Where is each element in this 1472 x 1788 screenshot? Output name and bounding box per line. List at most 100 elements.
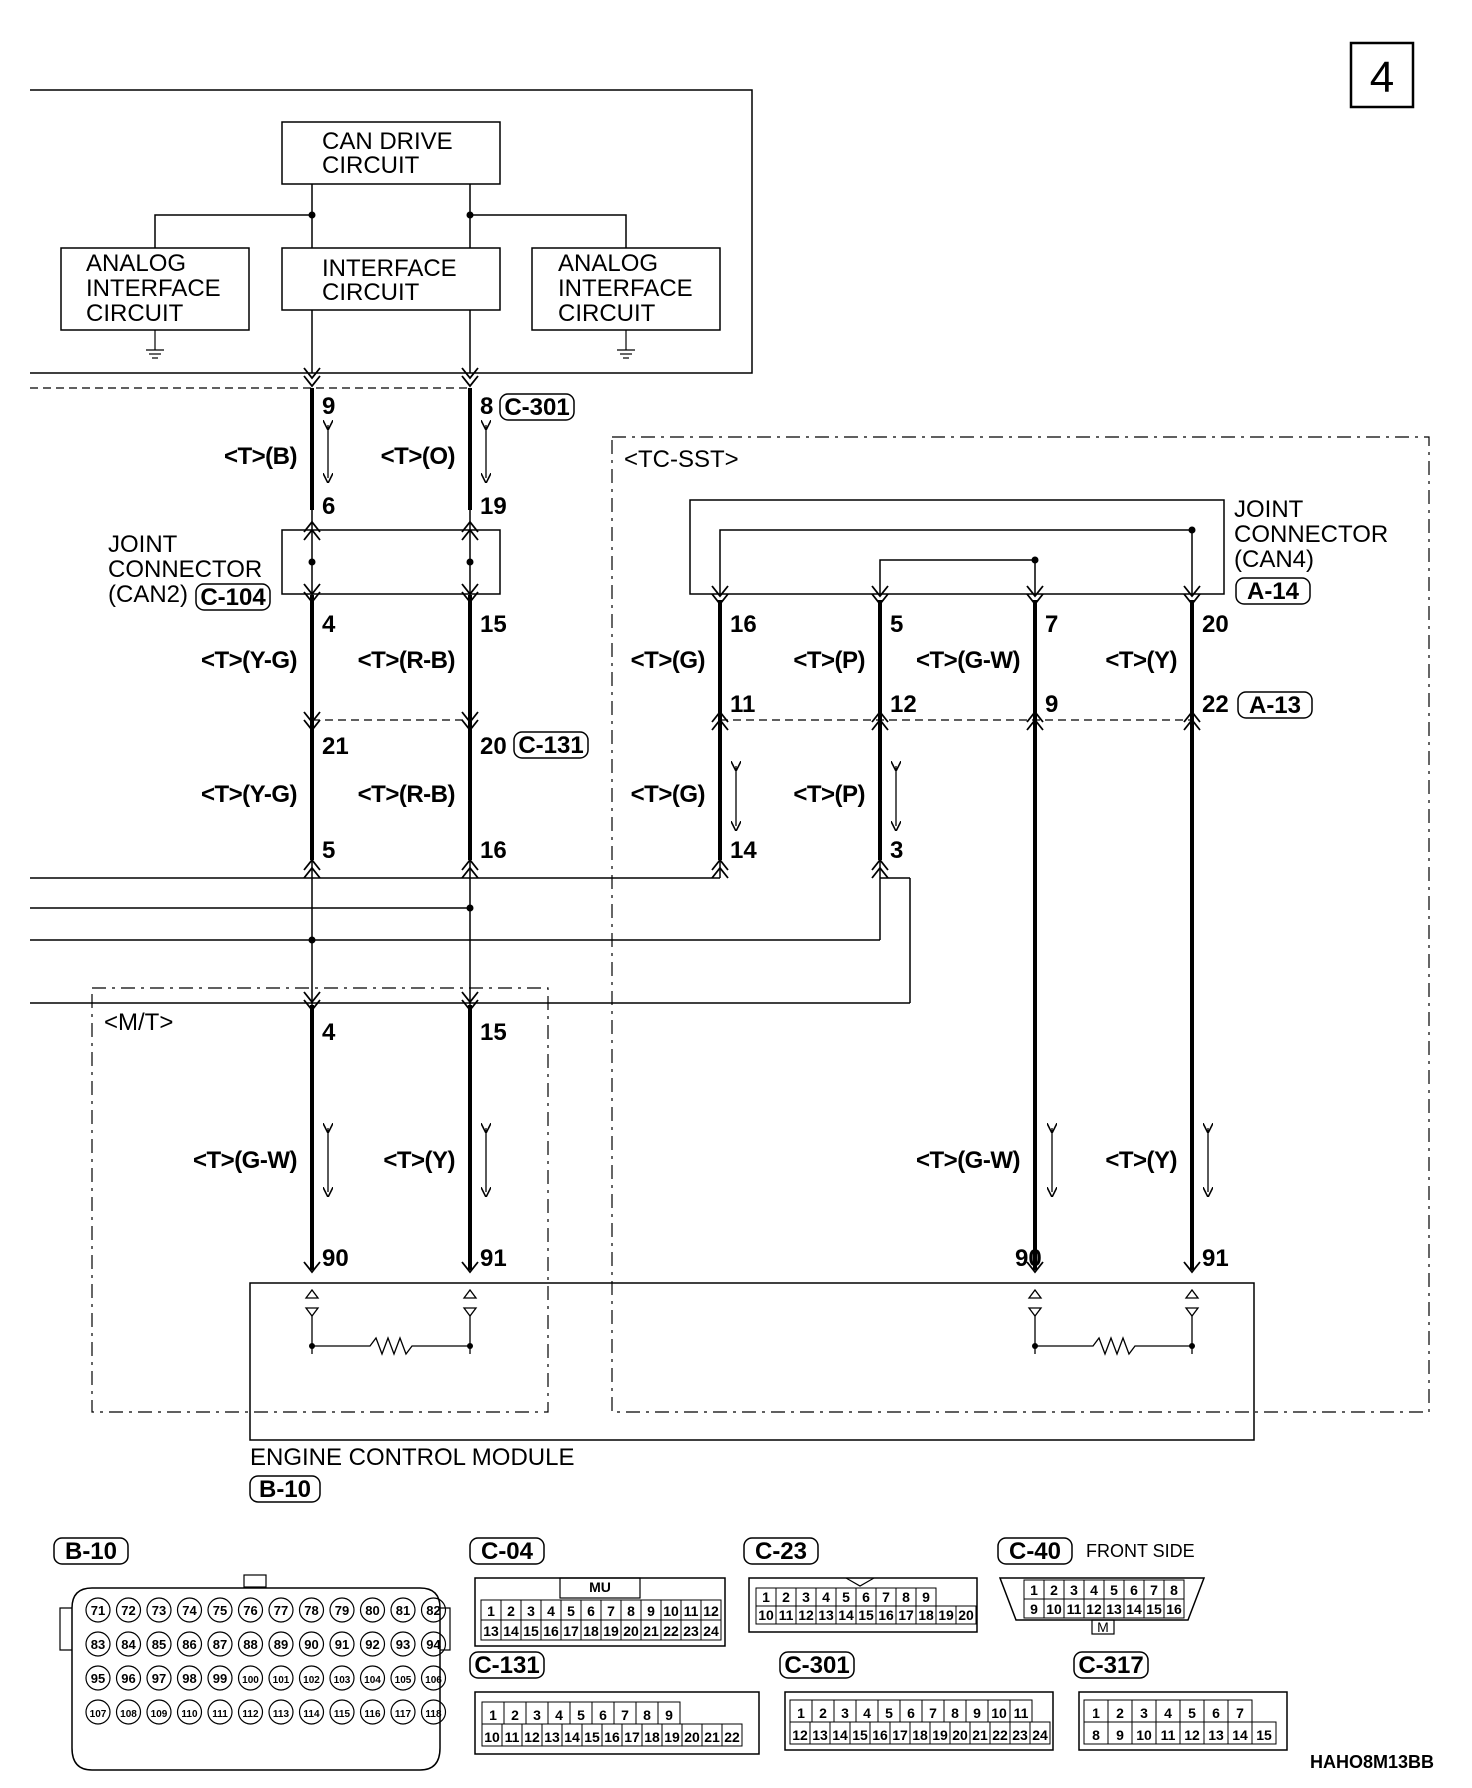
pin-cell: 10 <box>991 1705 1007 1721</box>
pin-cell: 107 <box>90 1709 107 1720</box>
pin-cell: 20 <box>952 1727 968 1743</box>
pin-cell: 16 <box>872 1727 888 1743</box>
pin-cell: 11 <box>1014 1705 1029 1721</box>
pin-cell: 23 <box>1012 1727 1028 1743</box>
pin-cell: 90 <box>304 1637 318 1652</box>
tag-c301: C-301 <box>499 393 575 421</box>
pin-cell: 89 <box>274 1637 288 1652</box>
joint-can2-tag: C-104 <box>195 583 271 611</box>
pin-cell: 78 <box>304 1603 318 1618</box>
pin-cell: 1 <box>1030 1582 1038 1598</box>
svg-text:C-04: C-04 <box>481 1538 534 1565</box>
figure-code: HAHO8M13BB <box>1310 1752 1434 1772</box>
cross-buses <box>30 860 911 1004</box>
pin-cell: 112 <box>242 1709 259 1720</box>
pin-cell: 6 <box>862 1589 870 1605</box>
pin-cell: 10 <box>1136 1727 1152 1743</box>
pin-cell: 2 <box>507 1603 515 1619</box>
pin-cell: 118 <box>425 1709 442 1720</box>
svg-text:11: 11 <box>730 691 755 718</box>
pin-cell: 16 <box>1166 1601 1182 1617</box>
pin-cell: 14 <box>503 1623 519 1639</box>
svg-text:INTERFACE: INTERFACE <box>322 255 457 282</box>
svg-text:FRONT SIDE: FRONT SIDE <box>1086 1541 1195 1561</box>
svg-text:<T>(Y): <T>(Y) <box>1105 1147 1177 1174</box>
pin-cell: 17 <box>898 1607 914 1623</box>
pin-cell: 1 <box>487 1603 495 1619</box>
pin-cell: 20 <box>958 1607 974 1623</box>
pin-cell: 11 <box>779 1607 794 1623</box>
svg-text:<T>(P): <T>(P) <box>793 781 865 808</box>
pin-cell: 21 <box>643 1623 659 1639</box>
svg-text:C-40: C-40 <box>1009 1538 1061 1565</box>
pin-cell: 16 <box>878 1607 894 1623</box>
svg-text:<T>(G-W): <T>(G-W) <box>193 1147 297 1174</box>
pin-cell: 15 <box>584 1729 600 1745</box>
svg-text:INTERFACE: INTERFACE <box>558 275 693 302</box>
pin-cell: 24 <box>1032 1727 1048 1743</box>
pin-cell: 5 <box>842 1589 850 1605</box>
pin-cell: 21 <box>972 1727 988 1743</box>
pin-cell: 11 <box>684 1603 699 1619</box>
pin-cell: 84 <box>121 1637 136 1652</box>
svg-text:7: 7 <box>1045 611 1058 638</box>
svg-text:INTERFACE: INTERFACE <box>86 275 221 302</box>
pin-cell: 18 <box>583 1623 599 1639</box>
pin-cell: 3 <box>802 1589 810 1605</box>
pin-cell: 4 <box>822 1589 830 1605</box>
pin-cell: 22 <box>663 1623 679 1639</box>
joint-can2-label: JOINT <box>108 531 178 558</box>
pin-cell: 19 <box>932 1727 948 1743</box>
ecm-label: ENGINE CONTROL MODULE <box>250 1444 574 1471</box>
pin-cell: 15 <box>1256 1727 1272 1743</box>
signal-arrows <box>328 425 1208 1192</box>
pin-cell: 5 <box>1188 1705 1196 1721</box>
pin-cell: 77 <box>274 1603 288 1618</box>
pin-cell: 20 <box>623 1623 639 1639</box>
pin-cell: 74 <box>182 1603 197 1618</box>
svg-text:C-131: C-131 <box>518 732 583 759</box>
pin-cell: 13 <box>544 1729 560 1745</box>
wire-color-labels: <T>(B) <T>(O) <T>(Y-G) <T>(R-B) <T>(Y-G)… <box>193 443 1178 1174</box>
pin-cell: 11 <box>1161 1727 1176 1743</box>
svg-text:<T>(G): <T>(G) <box>631 781 705 808</box>
pin-cell: 105 <box>395 1675 412 1686</box>
pin-cell: 13 <box>812 1727 828 1743</box>
pin-cell: 18 <box>644 1729 660 1745</box>
pin-cell: 16 <box>604 1729 620 1745</box>
pin-cell: 79 <box>335 1603 349 1618</box>
svg-text:CIRCUIT: CIRCUIT <box>558 300 656 327</box>
pin-cell: 13 <box>1208 1727 1224 1743</box>
pin-cell: 6 <box>1212 1705 1220 1721</box>
svg-text:12: 12 <box>890 691 917 718</box>
pin-cell: 76 <box>243 1603 257 1618</box>
svg-text:CONNECTOR: CONNECTOR <box>108 556 262 583</box>
pin-cell: 7 <box>1236 1705 1244 1721</box>
mt-region <box>91 987 549 1413</box>
pin-cell: 3 <box>527 1603 535 1619</box>
pin-cell: 1 <box>762 1589 770 1605</box>
pin-cell: 5 <box>567 1603 575 1619</box>
svg-text:91: 91 <box>480 1245 507 1272</box>
pin-cell: 23 <box>683 1623 699 1639</box>
pin-cell: 7 <box>607 1603 615 1619</box>
pin-cell: 73 <box>152 1603 166 1618</box>
interface-circuit-block: INTERFACE CIRCUIT <box>281 247 501 311</box>
svg-text:A-14: A-14 <box>1247 578 1300 605</box>
joint-can2-box <box>281 529 501 595</box>
svg-text:C-131: C-131 <box>474 1652 539 1679</box>
svg-text:<T>(Y-G): <T>(Y-G) <box>201 647 297 674</box>
pin-cell: 2 <box>511 1707 519 1723</box>
svg-text:4: 4 <box>322 611 336 638</box>
pin-cell: 114 <box>303 1709 320 1720</box>
internal-bus <box>154 184 627 373</box>
svg-text:15: 15 <box>480 1019 507 1046</box>
svg-text:21: 21 <box>322 733 349 760</box>
pin-cell: 1 <box>797 1705 805 1721</box>
svg-text:<T>(Y-G): <T>(Y-G) <box>201 781 297 808</box>
